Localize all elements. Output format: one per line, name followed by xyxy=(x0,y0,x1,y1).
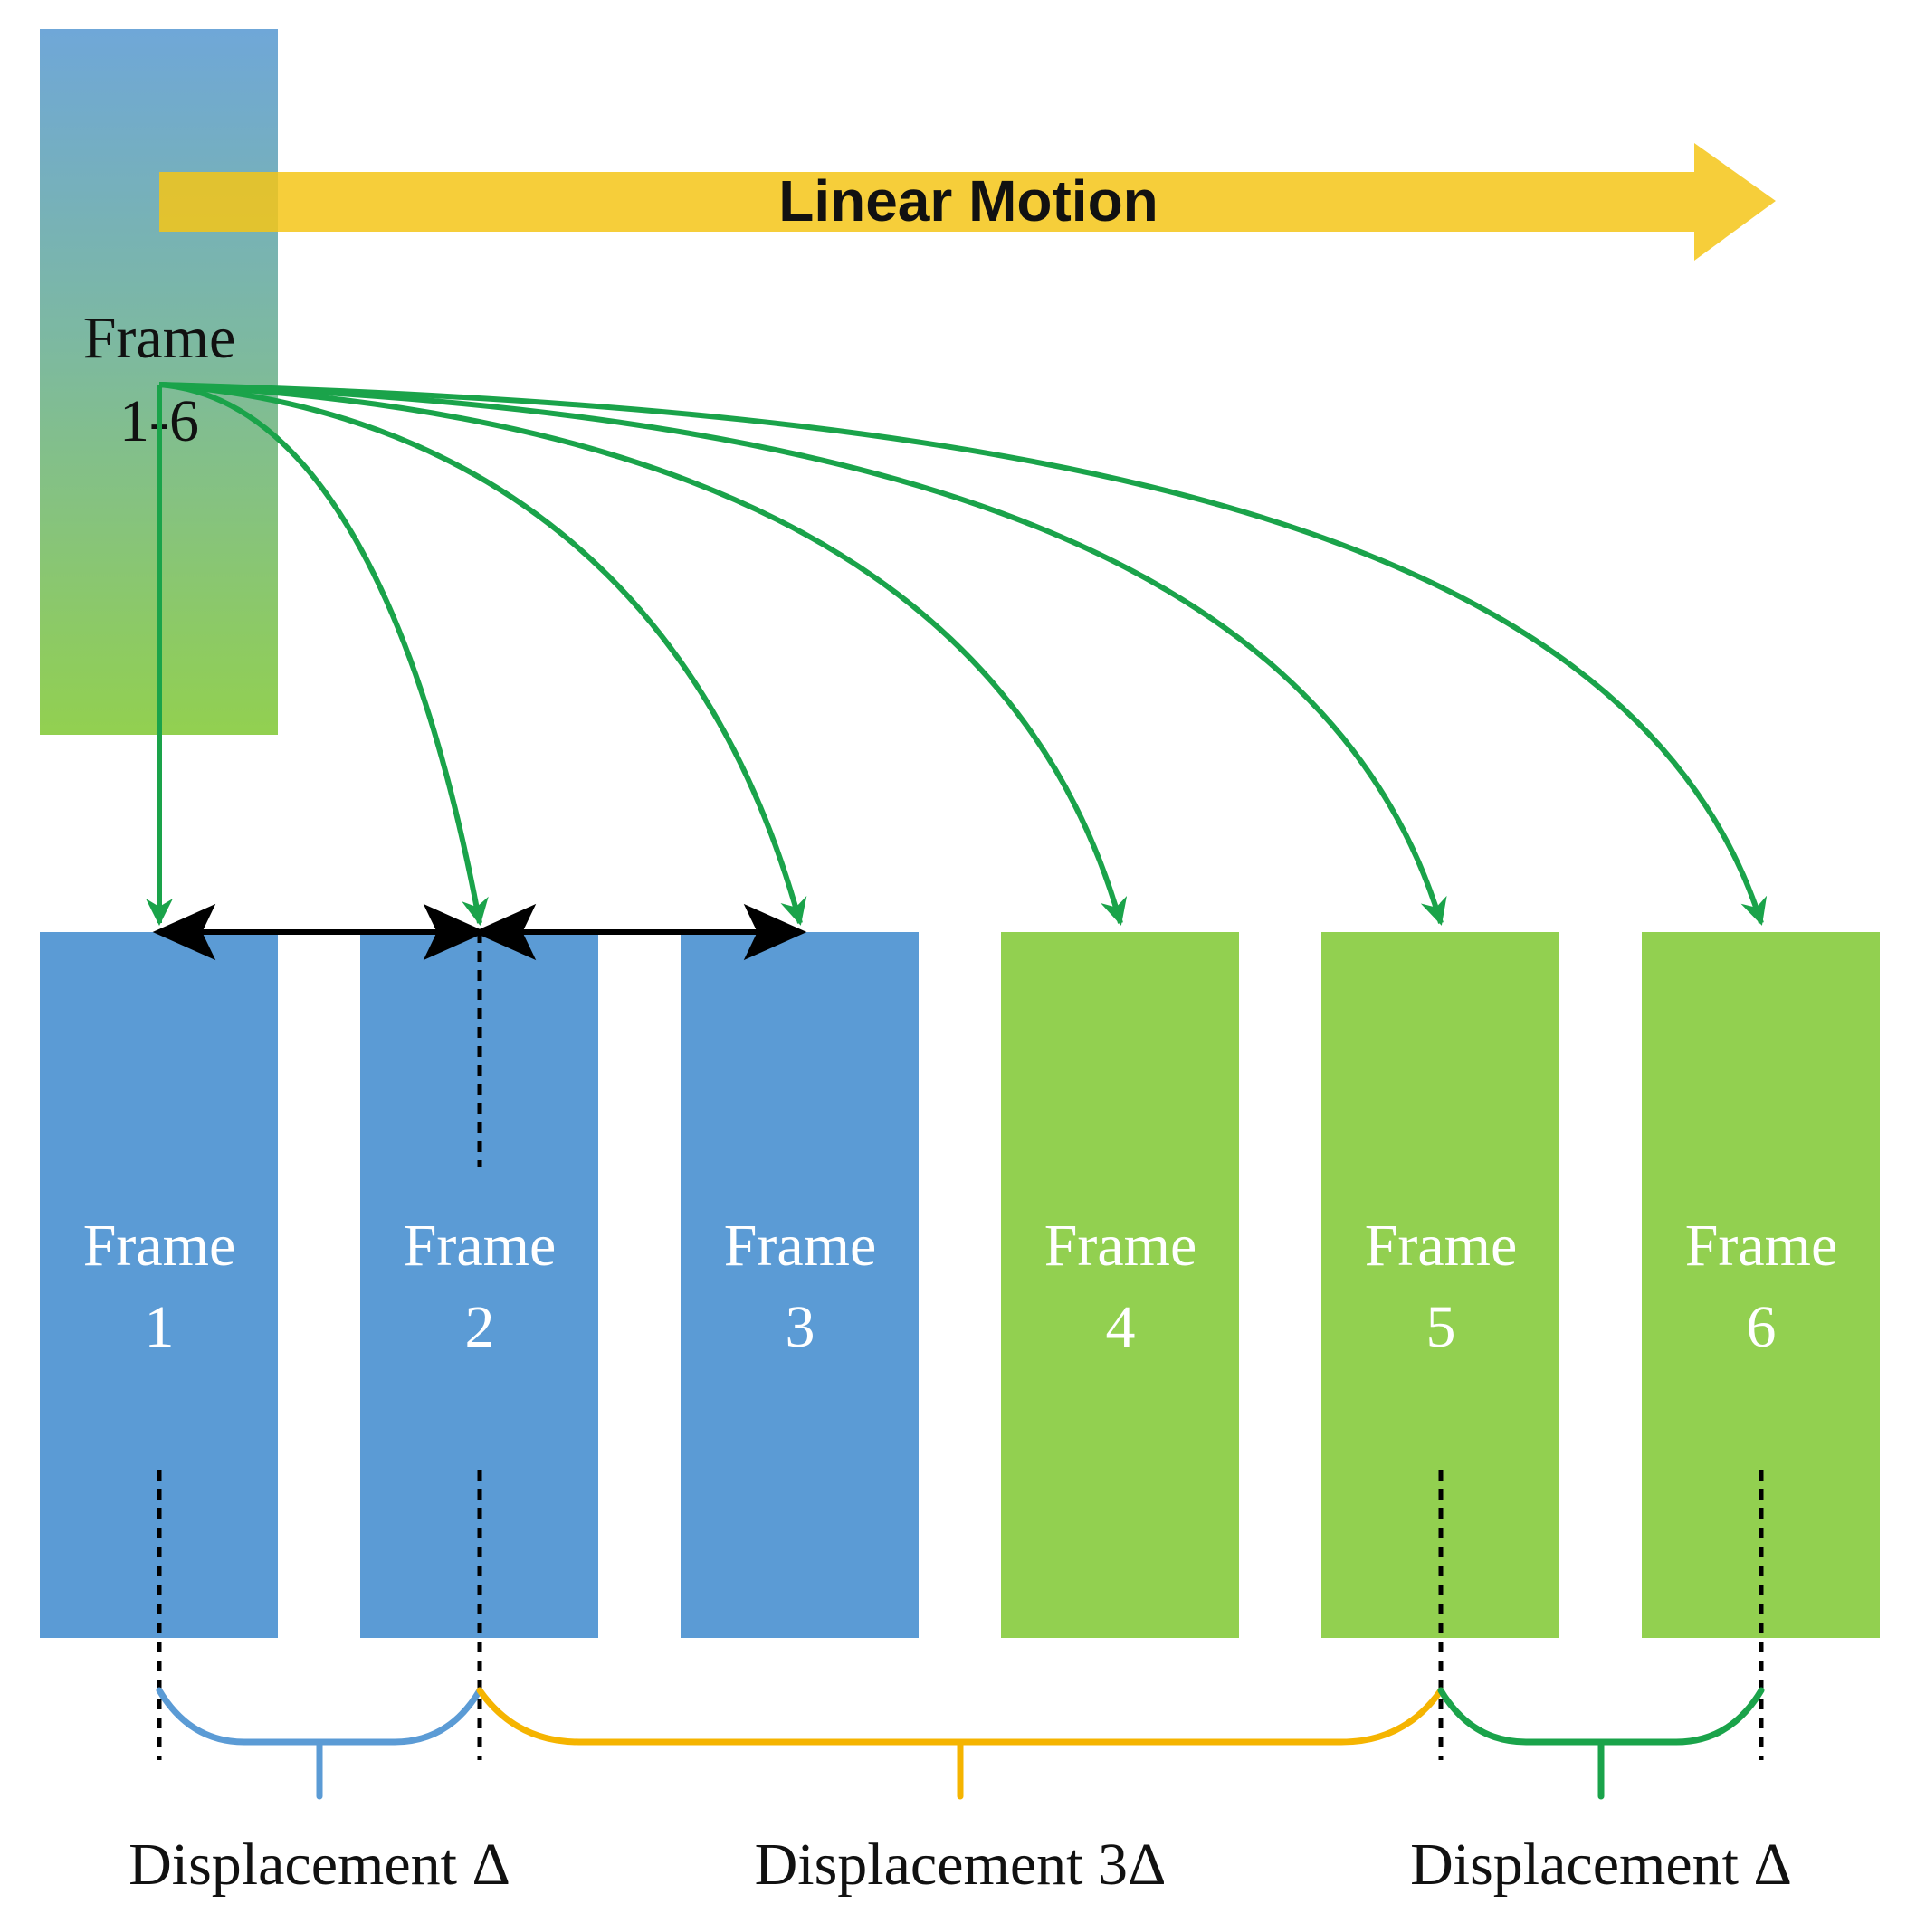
spacing-arrowhead-right-3 xyxy=(743,903,807,961)
brace-displacement-2 xyxy=(476,1687,1444,1800)
frame-4-number: 4 xyxy=(1106,1294,1136,1360)
spacing-arrowhead-right-2 xyxy=(423,903,487,961)
linear-motion-label: Linear Motion xyxy=(778,168,1158,233)
frame-3-number: 3 xyxy=(786,1294,815,1360)
brace-displacement-3 xyxy=(1437,1687,1765,1800)
connector-arrow-frame-5 xyxy=(158,382,1447,926)
linear-motion-arrow xyxy=(159,143,1776,261)
frame-4-label: Frame xyxy=(1044,1213,1197,1279)
displacement-label-1: Displacement Δ xyxy=(129,1832,510,1898)
frame-5-label: Frame xyxy=(1365,1213,1518,1279)
connector-arrow-frame-3 xyxy=(158,382,807,926)
frame-5-box xyxy=(1321,932,1559,1638)
frame-6-box xyxy=(1642,932,1880,1638)
displacement-label-2: Displacement 3Δ xyxy=(755,1832,1167,1898)
connector-arrow-frame-6 xyxy=(158,382,1768,926)
frame-5-number: 5 xyxy=(1426,1294,1456,1360)
frame-6-label: Frame xyxy=(1685,1213,1838,1279)
frame-3-label: Frame xyxy=(724,1213,877,1279)
spacing-arrowhead-left-1 xyxy=(152,903,216,961)
frame-2-label: Frame xyxy=(404,1213,557,1279)
source-frame-label-1: Frame xyxy=(83,305,236,371)
brace-displacement-1 xyxy=(156,1687,483,1800)
frame-4-box xyxy=(1001,932,1239,1638)
displacement-label-3: Displacement Δ xyxy=(1410,1832,1792,1898)
frame-6-number: 6 xyxy=(1747,1294,1777,1360)
frame-1-label: Frame xyxy=(83,1213,236,1279)
spacing-arrowhead-left-2 xyxy=(472,903,537,961)
frame-3-box xyxy=(681,932,919,1638)
connector-arrow-frame-4 xyxy=(158,382,1128,926)
frame-1-number: 1 xyxy=(145,1294,175,1360)
connector-arrow-frame-2 xyxy=(158,382,489,926)
frame-1-box xyxy=(40,932,278,1638)
frame-2-number: 2 xyxy=(465,1294,495,1360)
